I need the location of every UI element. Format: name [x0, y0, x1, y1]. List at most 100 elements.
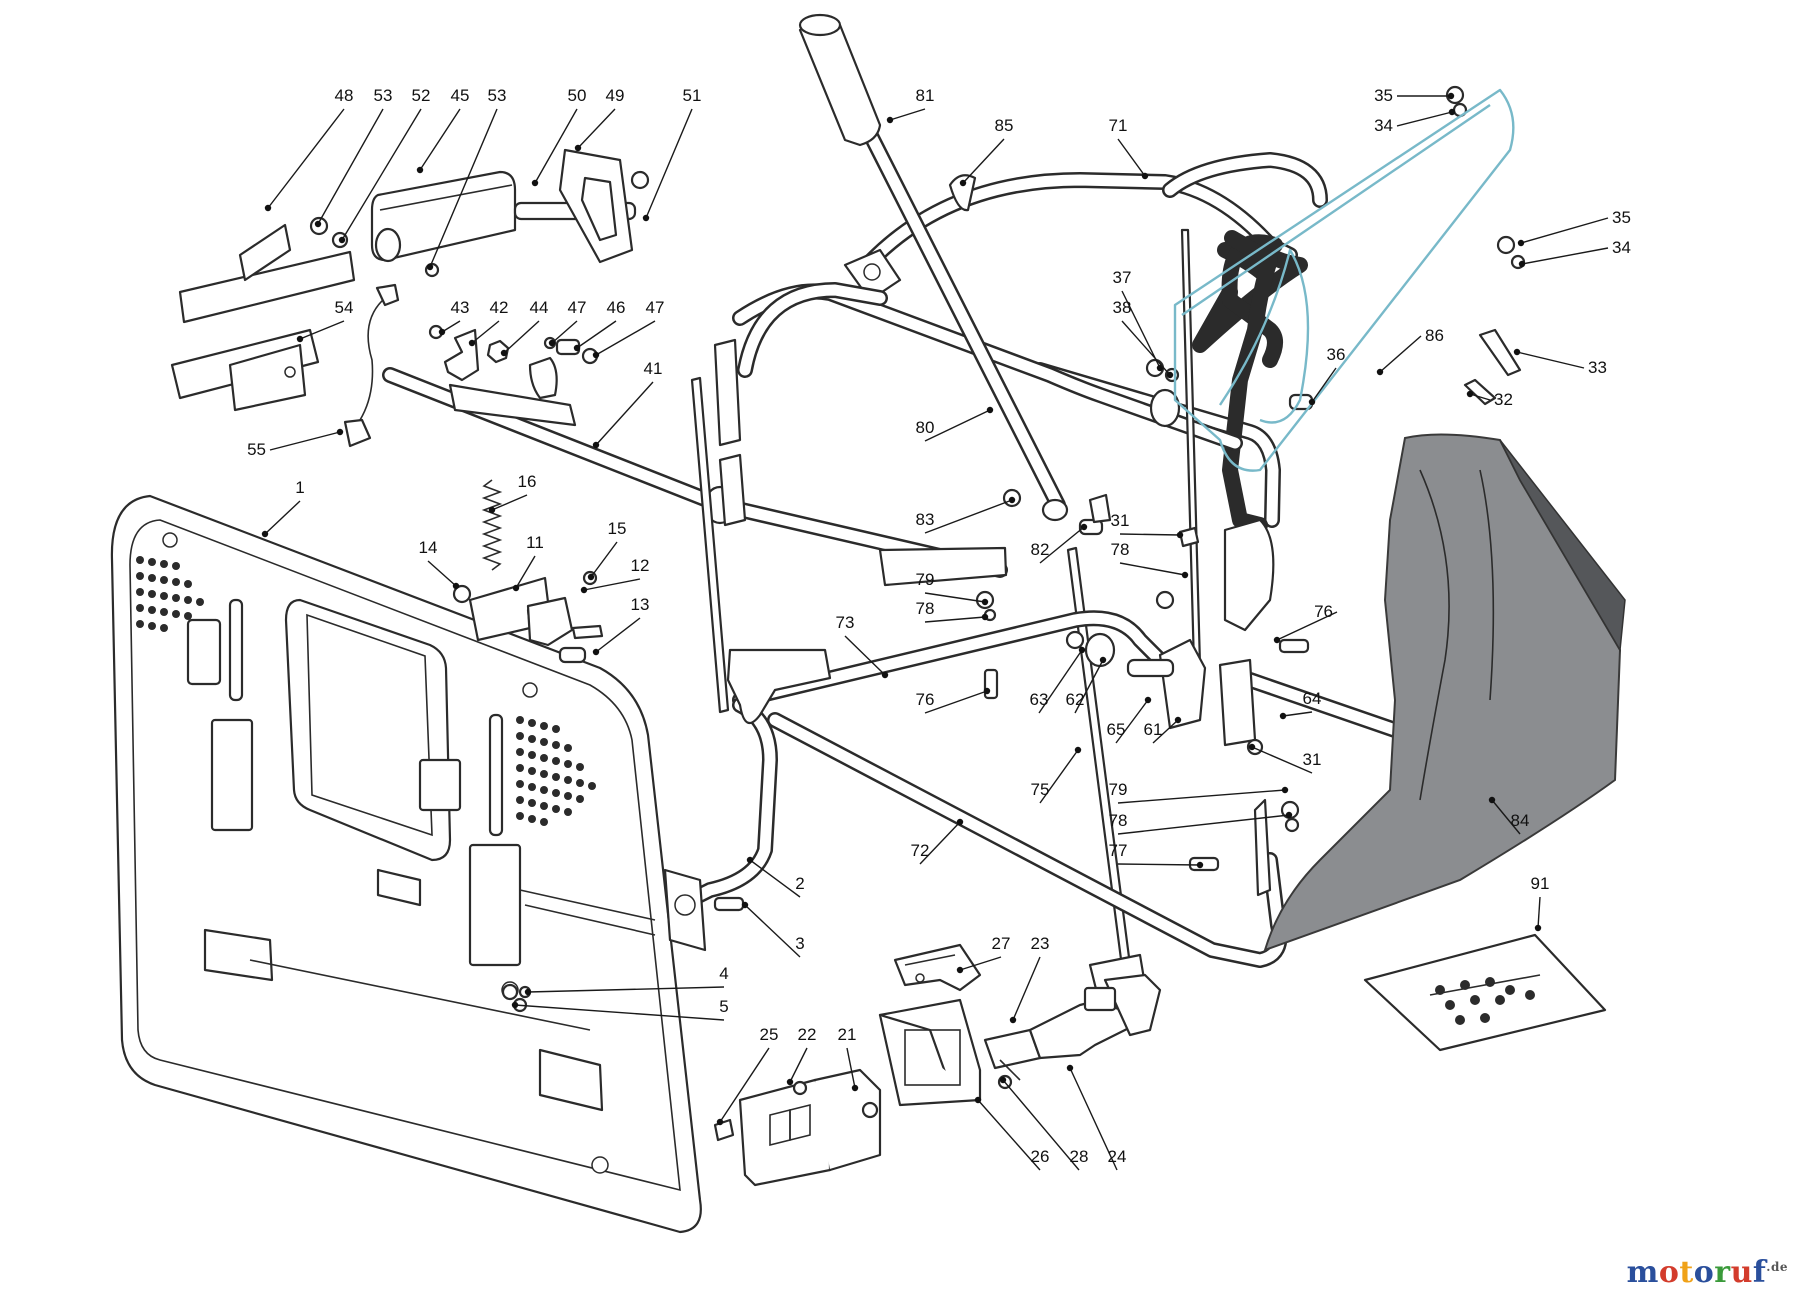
spring — [481, 479, 503, 571]
leader-dot-71 — [1141, 172, 1149, 180]
leader-line-52 — [341, 108, 422, 241]
callout-label: 47 — [568, 298, 587, 317]
leader-dot-11 — [512, 584, 520, 592]
leader-line-91 — [1537, 896, 1541, 929]
callout-label: 25 — [760, 1025, 779, 1044]
leader-dot-25 — [716, 1118, 724, 1126]
callout-label: 47 — [646, 298, 665, 317]
leader-line-32 — [1469, 393, 1491, 401]
callout-label: 80 — [916, 418, 935, 437]
leader-dot-53 — [426, 263, 434, 271]
brand-tld: .de — [1766, 1260, 1788, 1274]
leader-dot-35 — [1517, 239, 1525, 247]
callout-label: 76 — [916, 690, 935, 709]
leader-dot-52 — [338, 236, 346, 244]
leader-dot-46 — [573, 344, 581, 352]
leader-line-48 — [267, 108, 345, 209]
callout-label: 32 — [1494, 390, 1513, 409]
callout-label: 79 — [1109, 780, 1128, 799]
leader-dot-23 — [1009, 1016, 1017, 1024]
leader-line-73 — [844, 635, 886, 676]
leader-dot-31 — [1248, 743, 1256, 751]
callout-label: 45 — [451, 86, 470, 105]
callout-label: 22 — [798, 1025, 817, 1044]
leader-dot-53 — [314, 220, 322, 228]
brand-letter: f — [1752, 1255, 1767, 1290]
leader-line-78 — [924, 616, 986, 623]
callout-label: 51 — [683, 86, 702, 105]
callout-label: 52 — [412, 86, 431, 105]
transparent-cover — [1173, 88, 1515, 472]
leader-dot-16 — [488, 506, 496, 514]
leader-dot-78 — [1285, 811, 1293, 819]
leader-line-45 — [419, 108, 461, 171]
callout-label: 33 — [1588, 358, 1607, 377]
leader-line-49 — [577, 108, 616, 149]
leader-dot-72 — [956, 818, 964, 826]
leader-line-38 — [1121, 320, 1171, 376]
leader-dot-34 — [1518, 260, 1526, 268]
leader-line-51 — [645, 108, 693, 219]
leader-dot-47 — [592, 351, 600, 359]
callout-label: 31 — [1111, 511, 1130, 530]
callout-label: 81 — [916, 86, 935, 105]
brand-letter: u — [1730, 1255, 1753, 1290]
leader-dot-78 — [1181, 571, 1189, 579]
callout-label: 78 — [1111, 540, 1130, 559]
callout-label: 41 — [644, 359, 663, 378]
leader-line-86 — [1379, 335, 1422, 373]
leader-line-71 — [1117, 138, 1146, 177]
leader-line-54 — [299, 320, 345, 340]
callout-label: 91 — [1531, 874, 1550, 893]
callout-label: 65 — [1107, 720, 1126, 739]
leader-dot-14 — [452, 582, 460, 590]
leader-dot-15 — [587, 573, 595, 581]
callout-label: 62 — [1066, 690, 1085, 709]
leader-dot-28 — [999, 1076, 1007, 1084]
leader-line-76 — [924, 690, 988, 714]
callout-label: 73 — [836, 613, 855, 632]
callout-label: 12 — [631, 556, 650, 575]
leader-dot-21 — [851, 1084, 859, 1092]
leader-line-84 — [1491, 799, 1521, 835]
leader-dot-31 — [1176, 531, 1184, 539]
callout-label: 63 — [1030, 690, 1049, 709]
leader-dot-35 — [1447, 92, 1455, 100]
hardware-42-47 — [428, 324, 599, 382]
leader-line-47 — [551, 320, 578, 344]
leader-line-35 — [1520, 217, 1609, 244]
leader-dot-80 — [986, 406, 994, 414]
leader-line-44 — [503, 320, 540, 354]
leader-dot-61 — [1174, 716, 1182, 724]
leader-line-75 — [1039, 749, 1079, 804]
callout-label: 24 — [1108, 1147, 1127, 1166]
callout-label: 23 — [1031, 934, 1050, 953]
leader-line-34 — [1521, 247, 1609, 265]
leader-line-33 — [1516, 351, 1585, 369]
leader-dot-5 — [511, 1001, 519, 1009]
leader-dot-45 — [416, 166, 424, 174]
leader-dot-55 — [336, 428, 344, 436]
callout-label: 31 — [1303, 750, 1322, 769]
leader-dot-81 — [886, 116, 894, 124]
leader-line-37 — [1121, 290, 1161, 369]
leader-line-78 — [1119, 562, 1186, 576]
leader-line-3 — [744, 904, 801, 958]
callout-label: 43 — [451, 298, 470, 317]
bracket-11 — [452, 570, 604, 664]
leader-dot-78 — [981, 613, 989, 621]
leader-line-82 — [1039, 526, 1085, 564]
callout-label: 50 — [568, 86, 587, 105]
callout-label: 61 — [1144, 720, 1163, 739]
leader-dot-91 — [1534, 924, 1542, 932]
callout-label: 86 — [1425, 326, 1444, 345]
catcher-frame — [663, 152, 1403, 969]
leader-line-28 — [1002, 1079, 1080, 1171]
leader-line-23 — [1012, 956, 1041, 1021]
leader-dot-12 — [580, 586, 588, 594]
switch-box — [309, 148, 650, 278]
leader-dot-49 — [574, 144, 582, 152]
callout-label: 38 — [1113, 298, 1132, 317]
leader-dot-26 — [974, 1096, 982, 1104]
